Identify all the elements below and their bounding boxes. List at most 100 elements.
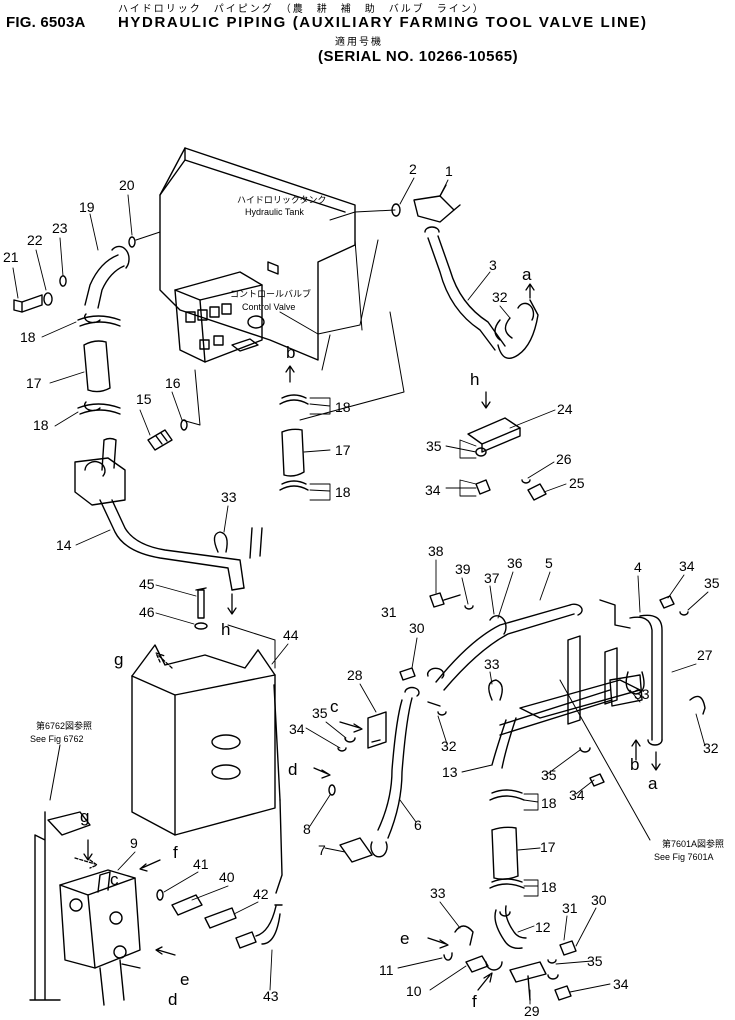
tank-label-en: Hydraulic Tank [245, 207, 304, 217]
o-ring-20 [128, 236, 136, 248]
connection-label-h-lower: h [221, 620, 230, 639]
part-label-5: 5 [545, 555, 553, 571]
part-label-28: 28 [347, 667, 363, 683]
part-label-16: 16 [165, 375, 181, 391]
left-hose-assembly [74, 245, 263, 591]
connection-label-g: g [114, 650, 123, 669]
part-label-6: 6 [414, 817, 422, 833]
connection-label-h: h [470, 370, 479, 389]
part-label-10: 10 [406, 983, 422, 999]
part-label-20: 20 [119, 177, 135, 193]
part-label-30: 30 [409, 620, 425, 636]
ref-leader-7601a [559, 679, 651, 841]
part-label-2: 2 [409, 161, 417, 177]
connection-label-a-lower: a [648, 774, 658, 793]
part-label-25: 25 [569, 475, 585, 491]
part-label-34-right: 34 [679, 558, 695, 574]
part-label-46: 46 [139, 604, 155, 620]
applicable-japanese: 適用号機 [335, 37, 383, 48]
clamp-33-upper [213, 531, 228, 553]
part-label-18-a: 18 [20, 329, 36, 345]
fittings-40-43 [156, 684, 283, 949]
part-leader-lines [12, 177, 709, 1005]
part-label-1: 1 [445, 163, 453, 179]
part-label-24: 24 [557, 401, 573, 417]
part-label-36: 36 [507, 555, 523, 571]
ref-7601a-en: See Fig 7601A [654, 852, 714, 862]
part-label-32: 32 [492, 289, 508, 305]
part-label-19: 19 [79, 199, 95, 215]
part-label-23: 23 [52, 220, 68, 236]
part-label-7: 7 [318, 842, 326, 858]
ref-6762-en: See Fig 6762 [30, 734, 84, 744]
part-label-15: 15 [136, 391, 152, 407]
part-label-35-lower: 35 [587, 953, 603, 969]
part-label-4: 4 [634, 559, 642, 575]
connection-label-e: e [400, 929, 409, 948]
part-label-38: 38 [428, 543, 444, 559]
part-label-9: 9 [130, 835, 138, 851]
part-label-17-mid: 17 [335, 442, 351, 458]
part-label-35-mid: 35 [312, 705, 328, 721]
right-middle-piping [435, 599, 706, 769]
part-label-18-b: 18 [33, 417, 49, 433]
connection-label-e-lower: e [180, 970, 189, 989]
part-label-29: 29 [524, 1003, 540, 1019]
part-label-41: 41 [193, 856, 209, 872]
part-label-44: 44 [283, 627, 299, 643]
connection-label-c-lower: c [110, 870, 119, 889]
part-label-37: 37 [484, 570, 500, 586]
right-lower-assembly [443, 789, 577, 1001]
ref-leader-6762 [49, 744, 61, 801]
part-label-42: 42 [253, 886, 269, 902]
diagram-labels: ハイドロリックタンク Hydraulic Tank コントロールバルブ Cont… [3, 161, 724, 1019]
connection-arrows [74, 283, 661, 991]
nuts-34-35-mid [579, 595, 689, 787]
mid-hose-assembly [279, 394, 309, 491]
part-label-33-lower: 33 [430, 885, 446, 901]
washer-46 [194, 622, 208, 630]
ref-7601a-jp: 第7601A図参照 [662, 838, 724, 849]
valve-block-9 [29, 811, 141, 1006]
part-label-45: 45 [139, 576, 155, 592]
bolt-washer-stack-21-23 [13, 275, 67, 313]
part-label-11: 11 [379, 962, 394, 978]
figure-number: FIG. 6503A [6, 14, 86, 31]
leader-44 [227, 624, 276, 669]
tank-callout-lines [135, 209, 405, 426]
fitting-15 [147, 419, 188, 451]
connection-label-d: d [288, 760, 297, 779]
valve-label-en: Control Valve [242, 302, 295, 312]
part-label-12: 12 [535, 919, 551, 935]
tank-label-jp: ハイドロリックタンク [237, 195, 326, 205]
cover-bracket-44 [131, 644, 276, 836]
bracket-28-pipe-6 [328, 667, 447, 863]
part-label-35: 35 [426, 438, 442, 454]
part-label-34-lower: 34 [613, 976, 629, 992]
connection-label-b: b [286, 343, 295, 362]
part-label-8: 8 [303, 821, 311, 837]
part-label-33-mid: 33 [484, 656, 500, 672]
connection-label-g-lower: g [80, 807, 89, 826]
part-label-17-right: 17 [540, 839, 556, 855]
part-label-18-e: 18 [541, 795, 557, 811]
connection-label-c: c [330, 697, 339, 716]
part-label-40: 40 [219, 869, 235, 885]
connection-label-d-lower: d [168, 990, 177, 1009]
part-label-39: 39 [455, 561, 471, 577]
hydraulic-tank [159, 147, 356, 361]
part-label-33: 33 [221, 489, 237, 505]
part-label-17-left: 17 [26, 375, 42, 391]
part-label-35-right: 35 [704, 575, 720, 591]
part-label-18-d: 18 [335, 484, 351, 500]
title-japanese: ハイドロリック パイピング （農 耕 補 助 バルブ ライン） [118, 4, 485, 15]
part-label-30-lower: 30 [591, 892, 607, 908]
part-label-13: 13 [442, 764, 458, 780]
part-label-31: 31 [381, 604, 397, 620]
part-label-18-f: 18 [541, 879, 557, 895]
part-label-26: 26 [556, 451, 572, 467]
right-upper-assembly [391, 184, 547, 501]
ref-6762-jp: 第6762図参照 [36, 720, 92, 731]
connection-label-b-lower: b [630, 755, 639, 774]
